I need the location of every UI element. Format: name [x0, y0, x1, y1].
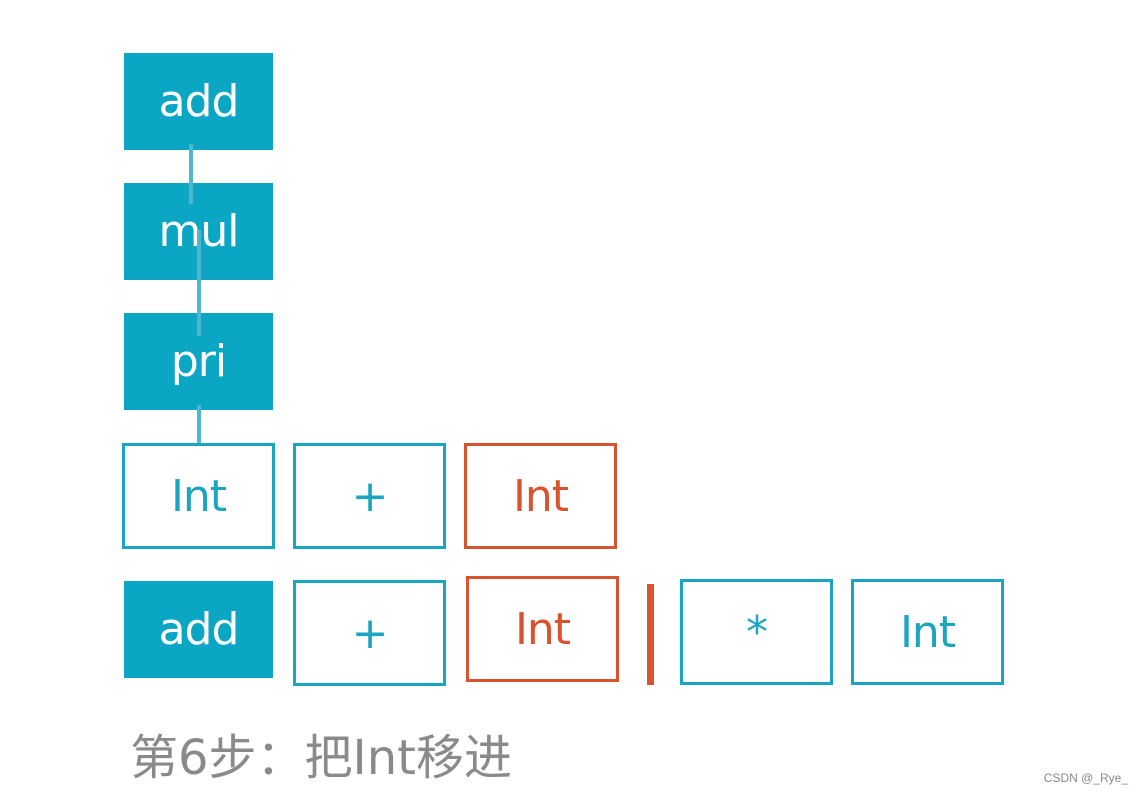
row2-stack-plus-label: + — [351, 607, 389, 659]
row1-token-int-shifted-label: Int — [512, 470, 569, 522]
tree-node-pri-label: pri — [170, 336, 227, 387]
tree-node-add: add — [124, 53, 273, 150]
row1-token-int-shifted: Int — [464, 443, 617, 549]
row2-stack-int: Int — [466, 576, 619, 682]
tree-connector-mul-pri — [197, 230, 201, 336]
row2-stack-plus: + — [293, 580, 446, 686]
step-caption: 第6步：把Int移进 — [130, 730, 512, 786]
tree-connector-add-mul — [189, 144, 193, 204]
tree-node-pri: pri — [124, 313, 273, 410]
row2-stack-add: add — [124, 581, 273, 678]
row2-stack-int-label: Int — [514, 603, 571, 655]
row1-token-plus: + — [293, 443, 446, 549]
row2-input-int-label: Int — [899, 606, 956, 658]
watermark: CSDN @_Rye_ — [1043, 771, 1128, 785]
row1-token-plus-label: + — [351, 470, 389, 522]
row2-stack-add-label: add — [158, 604, 240, 655]
stack-input-separator — [647, 584, 654, 685]
tree-connector-pri-int — [197, 405, 201, 445]
row1-token-int-label: Int — [170, 470, 227, 522]
row2-input-star-label: * — [746, 606, 768, 658]
row2-input-star: * — [680, 579, 833, 685]
row2-input-int: Int — [851, 579, 1004, 685]
row1-token-int: Int — [122, 443, 275, 549]
tree-node-add-label: add — [158, 76, 240, 127]
